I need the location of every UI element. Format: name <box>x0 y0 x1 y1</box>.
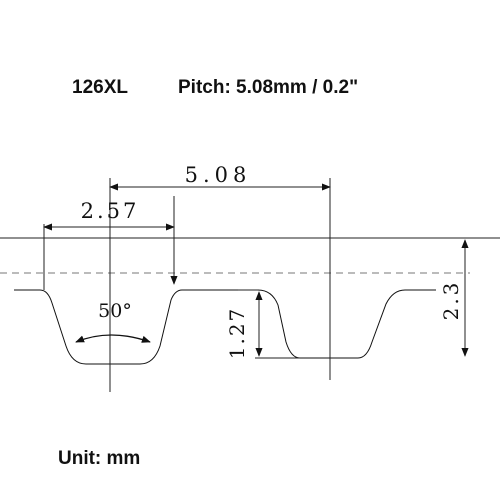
pitch-dimension-value: 5.08 <box>185 163 252 187</box>
belt-thickness-dimension-value: 2.3 <box>439 280 463 321</box>
tooth-height-dimension-value: 1.27 <box>225 307 249 360</box>
tooth-angle-value: 50° <box>98 300 132 322</box>
model-label: 126XL <box>72 77 128 98</box>
unit-label: Unit: mm <box>58 448 141 469</box>
pitch-spec-label: Pitch: 5.08mm / 0.2" <box>178 77 359 98</box>
belt-tooth-outline <box>14 289 436 365</box>
tooth-angle-arc <box>75 334 151 343</box>
tooth-width-dimension-value: 2.57 <box>81 199 140 223</box>
